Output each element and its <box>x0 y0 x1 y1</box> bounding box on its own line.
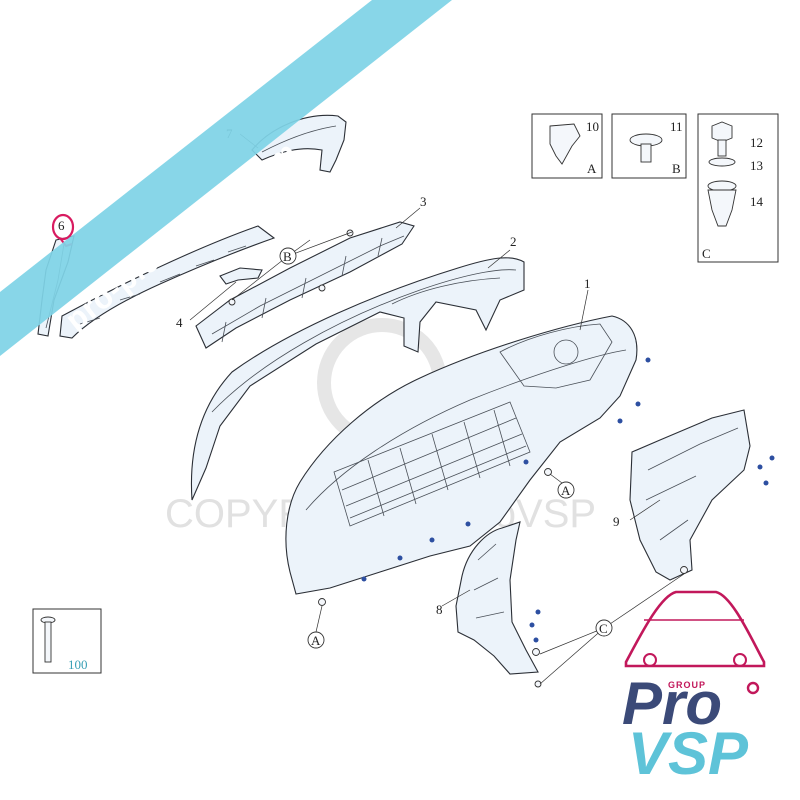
detail-c-item-14: 14 <box>750 194 764 209</box>
part-4-bracket <box>219 267 263 285</box>
ref-a-lower: A <box>311 633 321 648</box>
ref-c: C <box>599 621 608 636</box>
part-8-arch-liner <box>455 521 539 675</box>
detail-c-item-12: 12 <box>750 135 763 150</box>
callout-4: 4 <box>176 315 183 330</box>
callout-8: 8 <box>436 602 443 617</box>
logo-line2: VSP <box>628 720 749 787</box>
part-5-upper-strip <box>59 225 276 339</box>
detail-c-letter: C <box>702 246 711 261</box>
detail-screw-item: 100 <box>68 657 88 672</box>
provsp-logo: GROUP Pro VSP <box>622 590 766 787</box>
clip-group <box>318 357 775 688</box>
leader-lines <box>189 133 685 685</box>
callout-3: 3 <box>420 194 427 209</box>
detail-b-letter: B <box>672 161 681 176</box>
callout-1: 1 <box>584 276 591 291</box>
logo-dot-icon <box>746 681 760 695</box>
callout-2: 2 <box>510 234 517 249</box>
detail-c-item-13: 13 <box>750 158 763 173</box>
part-9-arch-liner <box>629 409 751 581</box>
detail-b-item: 11 <box>670 119 683 134</box>
detail-box-screw: 100 <box>32 608 102 674</box>
logo-car-icon <box>624 590 766 668</box>
logo-line1: Pro <box>622 670 722 737</box>
part-1-main-bumper <box>285 315 638 595</box>
callout-9: 9 <box>613 514 620 529</box>
logo-tag: GROUP <box>668 680 706 690</box>
detail-a-letter: A <box>587 161 597 176</box>
detail-box-a: 10 A <box>531 113 603 179</box>
detail-box-c: 12 13 14 C <box>697 113 779 263</box>
part-2-upper-cover <box>190 257 525 501</box>
detail-a-item: 10 <box>586 119 599 134</box>
circle-refs: B A A C <box>279 247 613 649</box>
callout-6: 6 <box>58 218 65 233</box>
ref-a-upper: A <box>561 483 571 498</box>
highlight-ring <box>51 213 75 241</box>
part-3-reinforcement <box>195 221 415 349</box>
ref-b-main: B <box>283 249 292 264</box>
detail-box-b: 11 B <box>611 113 687 179</box>
